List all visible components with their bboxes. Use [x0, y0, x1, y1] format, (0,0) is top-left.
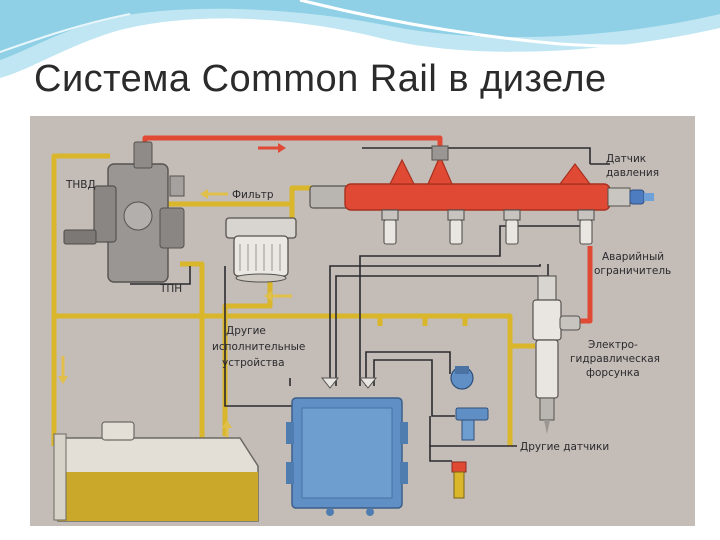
ecu-control-unit [286, 377, 408, 516]
label-pressure-sensor-1: Датчик [606, 153, 646, 165]
label-other-actuators-1: Другие [226, 325, 266, 337]
common-rail-diagram: ТНВД Фильтр ТПН Датчик давления Аварийны… [30, 116, 695, 526]
header-wave-decoration [0, 0, 720, 78]
label-injector-2: гидравлическая [570, 353, 660, 365]
common-rail [309, 145, 654, 211]
label-limiter-1: Аварийный [602, 251, 664, 263]
label-tpn: ТПН [159, 283, 182, 295]
label-other-actuators-2: исполнительные [212, 341, 305, 353]
label-pump: ТНВД [65, 179, 96, 191]
slide-title: Система Common Rail в дизеле [34, 58, 607, 100]
label-injector-1: Электро- [588, 339, 638, 351]
label-pressure-sensor-2: давления [606, 167, 659, 179]
fuel-tank [53, 421, 259, 522]
label-limiter-2: ограничитель [594, 265, 671, 277]
other-sensors [450, 366, 489, 499]
label-filter: Фильтр [232, 189, 274, 201]
diagram-labels: ТНВД Фильтр ТПН Датчик давления Аварийны… [65, 153, 671, 453]
label-injector-3: форсунка [586, 367, 640, 379]
electro-hydraulic-injector [532, 275, 581, 434]
fuel-filter [225, 217, 297, 283]
label-other-actuators-3: устройства [222, 357, 285, 369]
diagram-canvas: ТНВД Фильтр ТПН Датчик давления Аварийны… [30, 116, 695, 526]
rail-injectors [381, 209, 595, 245]
label-other-sensors: Другие датчики [520, 441, 609, 453]
high-pressure-pump [63, 141, 185, 283]
